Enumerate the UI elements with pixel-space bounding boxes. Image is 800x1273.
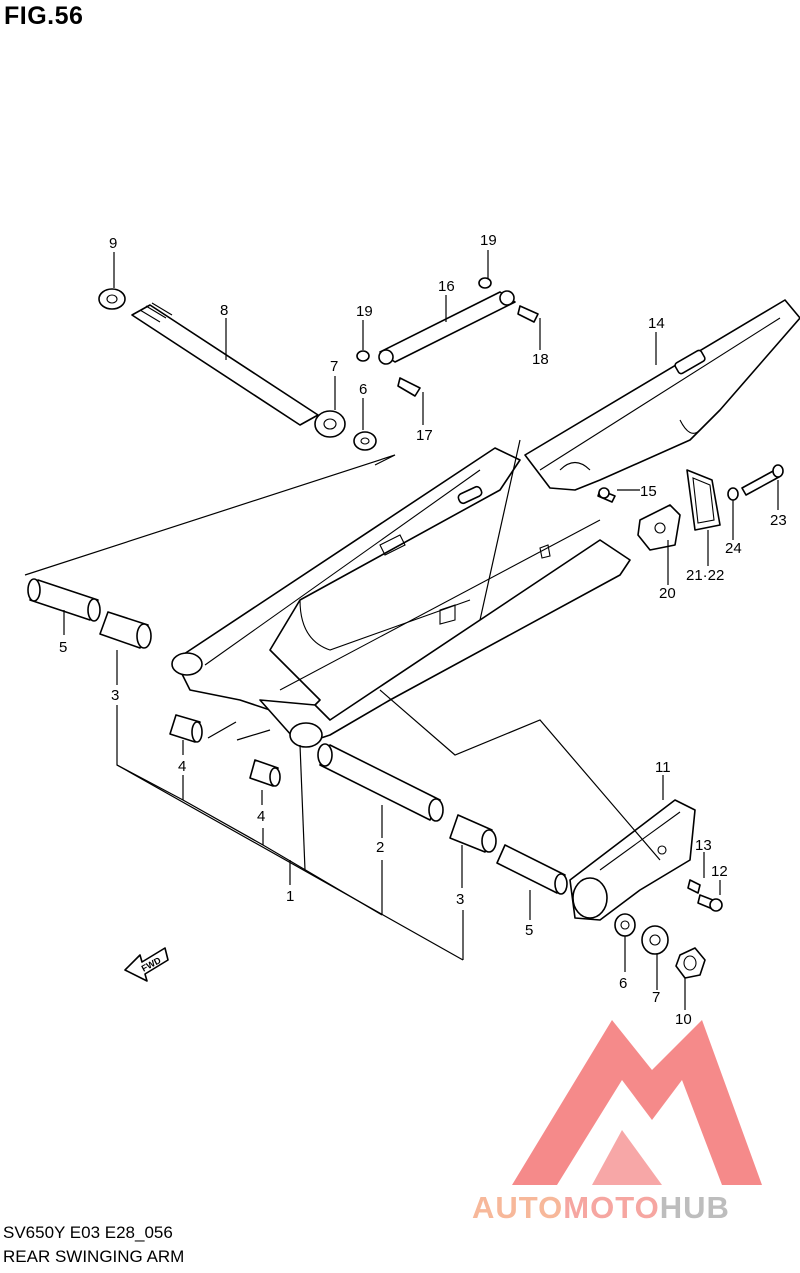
- bearing-4-b: [249, 759, 281, 787]
- callout-5b: 5: [525, 922, 533, 939]
- screw-15: [597, 487, 616, 503]
- callout-1: 1: [286, 888, 294, 905]
- pivot-shaft: [131, 302, 319, 426]
- nut-10: [675, 947, 706, 979]
- callout-12: 12: [711, 863, 728, 880]
- bearing-4-a: [169, 714, 203, 743]
- callout-18: 18: [532, 351, 549, 368]
- watermark-moto: MOTO: [563, 1190, 660, 1225]
- callout-10: 10: [675, 1011, 692, 1028]
- watermark-text: AUTOMOTOHUB: [472, 1190, 730, 1226]
- washer-7-top: [314, 410, 346, 438]
- chain-case: [524, 299, 800, 491]
- callout-3a: 3: [111, 687, 119, 704]
- pipe-2: [317, 743, 444, 822]
- callout-6b: 6: [619, 975, 627, 992]
- callout-16: 16: [438, 278, 455, 295]
- callout-labels: 1 2 3 3 4 4 5 5 6 6 7 7 8 9 10 11 12 13 …: [59, 232, 787, 1028]
- watermark-logo: [512, 1020, 762, 1185]
- callout-20: 20: [659, 585, 676, 602]
- callout-9: 9: [109, 235, 117, 252]
- callout-4a: 4: [178, 758, 186, 775]
- callout-19a: 19: [356, 303, 373, 320]
- callout-3b: 3: [456, 891, 464, 908]
- fwd-arrow-icon: FWD: [124, 947, 169, 982]
- nut-13: [687, 879, 701, 894]
- figure-title: FIG.56: [4, 2, 84, 30]
- callout-7a: 7: [330, 358, 338, 375]
- bolt-12: [697, 894, 723, 912]
- leader-8-body: [24, 454, 396, 576]
- bolt-23: [741, 464, 784, 496]
- callout-15: 15: [640, 483, 657, 500]
- bearing-3-right: [449, 814, 497, 853]
- figure-code: SV650Y E03 E28_056: [3, 1223, 173, 1242]
- washer-24: [727, 487, 739, 501]
- adjuster-plate-11: [569, 799, 696, 921]
- callout-19b: 19: [480, 232, 497, 249]
- chain-adjuster-20: [637, 504, 681, 551]
- callout-17: 17: [416, 427, 433, 444]
- spacer-5-left: [27, 578, 101, 622]
- callout-4b: 4: [257, 808, 265, 825]
- washer-7-bottom: [641, 925, 669, 955]
- callout-11: 11: [655, 759, 671, 776]
- callout-13: 13: [695, 837, 712, 854]
- watermark-auto: AUTO: [472, 1190, 564, 1225]
- callout-7b: 7: [652, 989, 660, 1006]
- callout-leaders: [113, 250, 779, 1010]
- swing-arm-body: [171, 447, 631, 748]
- washer-6-top: [353, 431, 377, 451]
- watermark-hub: HUB: [659, 1190, 730, 1225]
- callout-2: 2: [376, 839, 384, 856]
- spacer-5-right: [496, 844, 568, 895]
- bracket-lines: [63, 610, 661, 961]
- bearing-3-left: [99, 611, 152, 649]
- callout-6a: 6: [359, 381, 367, 398]
- callout-8: 8: [220, 302, 228, 319]
- callout-21-22: 21·22: [686, 567, 724, 584]
- callout-23: 23: [770, 512, 787, 529]
- figure-caption: REAR SWINGING ARM: [3, 1247, 185, 1266]
- washer-6-bottom: [614, 913, 636, 937]
- chain-guide-2122: [686, 469, 721, 531]
- callout-5a: 5: [59, 639, 67, 656]
- callout-24: 24: [725, 540, 742, 557]
- nut-9: [98, 288, 126, 310]
- callout-14: 14: [648, 315, 665, 332]
- torque-rod: [356, 277, 539, 397]
